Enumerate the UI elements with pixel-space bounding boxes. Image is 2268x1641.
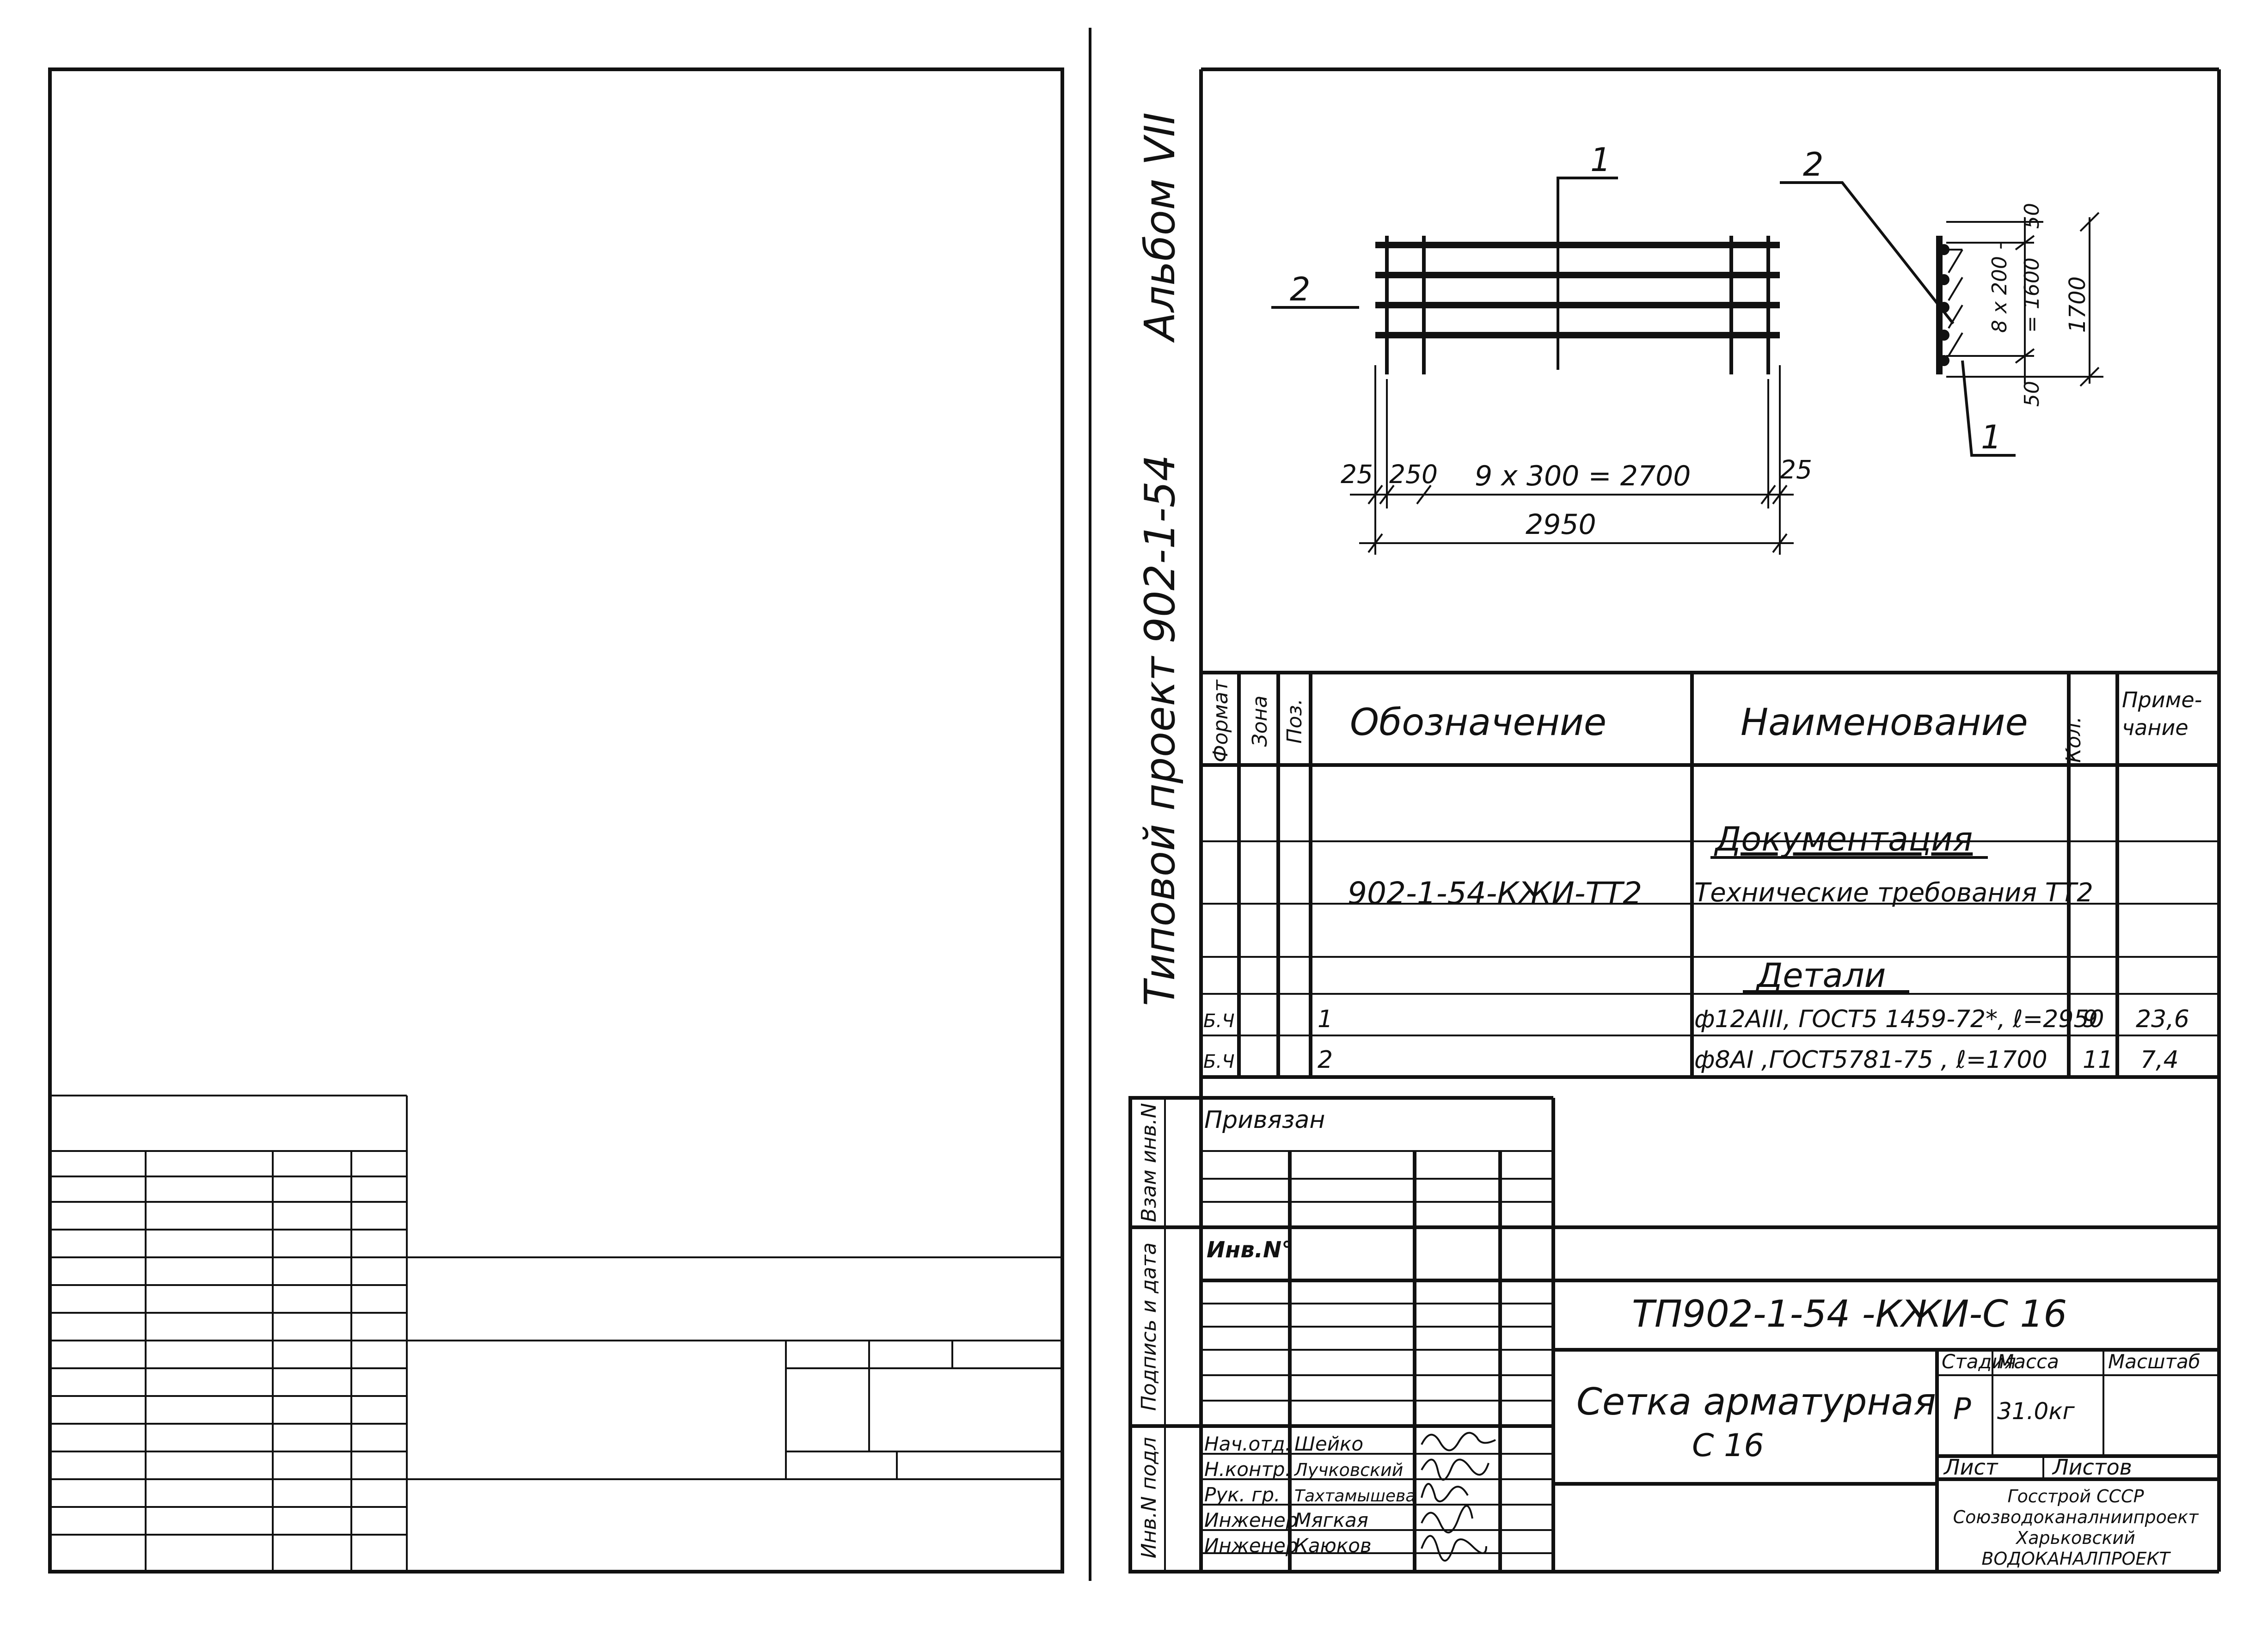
dim-25-left: 25 xyxy=(1341,459,1373,489)
staff-3-name: Тахтамышева xyxy=(1294,1487,1416,1506)
dim-8x200: 8 x 200 - xyxy=(1988,242,2011,333)
dim-50-bottom: 50 xyxy=(2020,381,2044,407)
row-1-pos: 1 xyxy=(1318,1005,1333,1033)
staff-3-role: Рук. гр. xyxy=(1204,1483,1280,1506)
row-2-qty: 11 xyxy=(2083,1046,2113,1074)
header-zone: Зона xyxy=(1248,696,1272,747)
callout-1-bottom: 1 xyxy=(1981,418,2002,456)
header-format: Формат xyxy=(1209,679,1232,762)
left-sheet xyxy=(48,67,1064,1574)
drawing-title-2: С 16 xyxy=(1692,1427,1764,1464)
stage-value: Р xyxy=(1953,1392,1971,1427)
signatures xyxy=(1421,1432,1496,1562)
sheet-label: Лист xyxy=(1943,1455,1998,1480)
doc-designation: 902-1-54-КЖИ-ТТ2 xyxy=(1348,876,1642,911)
staff-5-role: Инженер xyxy=(1204,1534,1298,1557)
left-sheet-frame xyxy=(48,67,1064,1574)
header-pos: Поз. xyxy=(1283,698,1306,743)
dim-25-right: 25 xyxy=(1780,455,1812,484)
project-label: Типовой проект 902-1-54 xyxy=(1136,455,1184,1006)
row-1-name: ф12АIII, ГОСТ5 1459-72*, ℓ=2950 xyxy=(1694,1005,2104,1033)
drawing-title-1: Сетка арматурная xyxy=(1576,1380,1936,1423)
doc-name: Технические требования ТТ2 xyxy=(1694,878,2093,908)
header-name: Наименование xyxy=(1741,701,2028,744)
header-note-1: Приме- xyxy=(2122,687,2202,712)
callout-1-top: 1 xyxy=(1590,141,1611,179)
dim-1700: 1700 xyxy=(2065,276,2090,333)
mass-label: Масса xyxy=(1997,1350,2059,1373)
stamp-label-inventory: Инв.N подл xyxy=(1137,1437,1161,1559)
row-2-pos: 2 xyxy=(1318,1046,1333,1074)
stamp-label-replace: Взам инв.N xyxy=(1137,1103,1161,1222)
section-details: Детали xyxy=(1755,956,1886,995)
staff-2-role: Н.контр. xyxy=(1204,1458,1291,1481)
mesh-section: 2 1 50 8 x 200 - = 1600 50 1700 xyxy=(1780,146,2103,457)
sheets-label: Листов xyxy=(2052,1455,2132,1480)
org-line-1: Госстрой СССР xyxy=(2007,1486,2144,1506)
staff-4-role: Инженер xyxy=(1204,1509,1298,1531)
side-stamp: Взам инв.N Подпись и дата Инв.N подл xyxy=(1128,1096,1203,1574)
mass-value: 31.0кг xyxy=(1997,1398,2075,1425)
header-qty: Кол. xyxy=(2062,716,2085,763)
callout-2-left: 2 xyxy=(1290,270,1311,308)
staff-1-role: Нач.отд. xyxy=(1204,1433,1291,1455)
org-line-3: Харьковский xyxy=(2015,1528,2135,1548)
album-label: Альбом VII xyxy=(1136,112,1184,343)
dim-50-top: 50 xyxy=(2020,203,2044,229)
callout-2-right: 2 xyxy=(1803,146,1824,184)
drawing-code: ТП902-1-54 -КЖИ-С 16 xyxy=(1632,1292,2067,1335)
header-designation: Обозначение xyxy=(1350,701,1606,744)
stage-label: Стадия xyxy=(1942,1350,2016,1373)
staff-1-name: Шейко xyxy=(1294,1433,1363,1455)
inventory-number-label: Инв.N° xyxy=(1207,1237,1293,1263)
staff-4-name: Мягкая xyxy=(1294,1509,1368,1531)
row-2-note: 7,4 xyxy=(2140,1046,2179,1074)
section-documentation: Документация xyxy=(1714,820,1973,858)
row-1-note: 23,6 xyxy=(2136,1005,2189,1033)
dim-main: 9 x 300 = 2700 xyxy=(1475,460,1691,492)
row-1-qty: 9 xyxy=(2083,1005,2098,1033)
title-block: Привязан Инв.N° ТП902-1-54 -КЖИ-С 16 Сет… xyxy=(1201,1096,2219,1572)
row-2-name: ф8АI ,ГОСТ5781-75 , ℓ=1700 xyxy=(1694,1046,2047,1074)
staff-5-name: Каюков xyxy=(1294,1534,1372,1557)
row-1-format: Б.Ч xyxy=(1203,1010,1235,1032)
stamp-label-signature: Подпись и дата xyxy=(1137,1243,1161,1411)
spec-table: Формат Зона Поз. Обозначение Наименовани… xyxy=(1201,671,2219,1079)
dim-1600: = 1600 xyxy=(2020,257,2044,333)
org-line-2: Союзводоканалниипроект xyxy=(1953,1507,2200,1527)
dim-total: 2950 xyxy=(1526,508,1596,541)
left-stamp-grid xyxy=(50,1095,1062,1572)
attached-label: Привязан xyxy=(1204,1106,1325,1134)
dim-250: 250 xyxy=(1389,459,1438,489)
scale-label: Масштаб xyxy=(2108,1350,2201,1373)
row-2-format: Б.Ч xyxy=(1203,1051,1235,1072)
mesh-plan: 1 2 25 250 9 x 300 = 2700 25 2950 xyxy=(1271,141,1812,555)
staff-2-name: Лучковский xyxy=(1293,1460,1403,1480)
header-note-2: чание xyxy=(2122,715,2188,740)
org-line-4: ВОДОКАНАЛПРОЕКТ xyxy=(1981,1549,2171,1569)
